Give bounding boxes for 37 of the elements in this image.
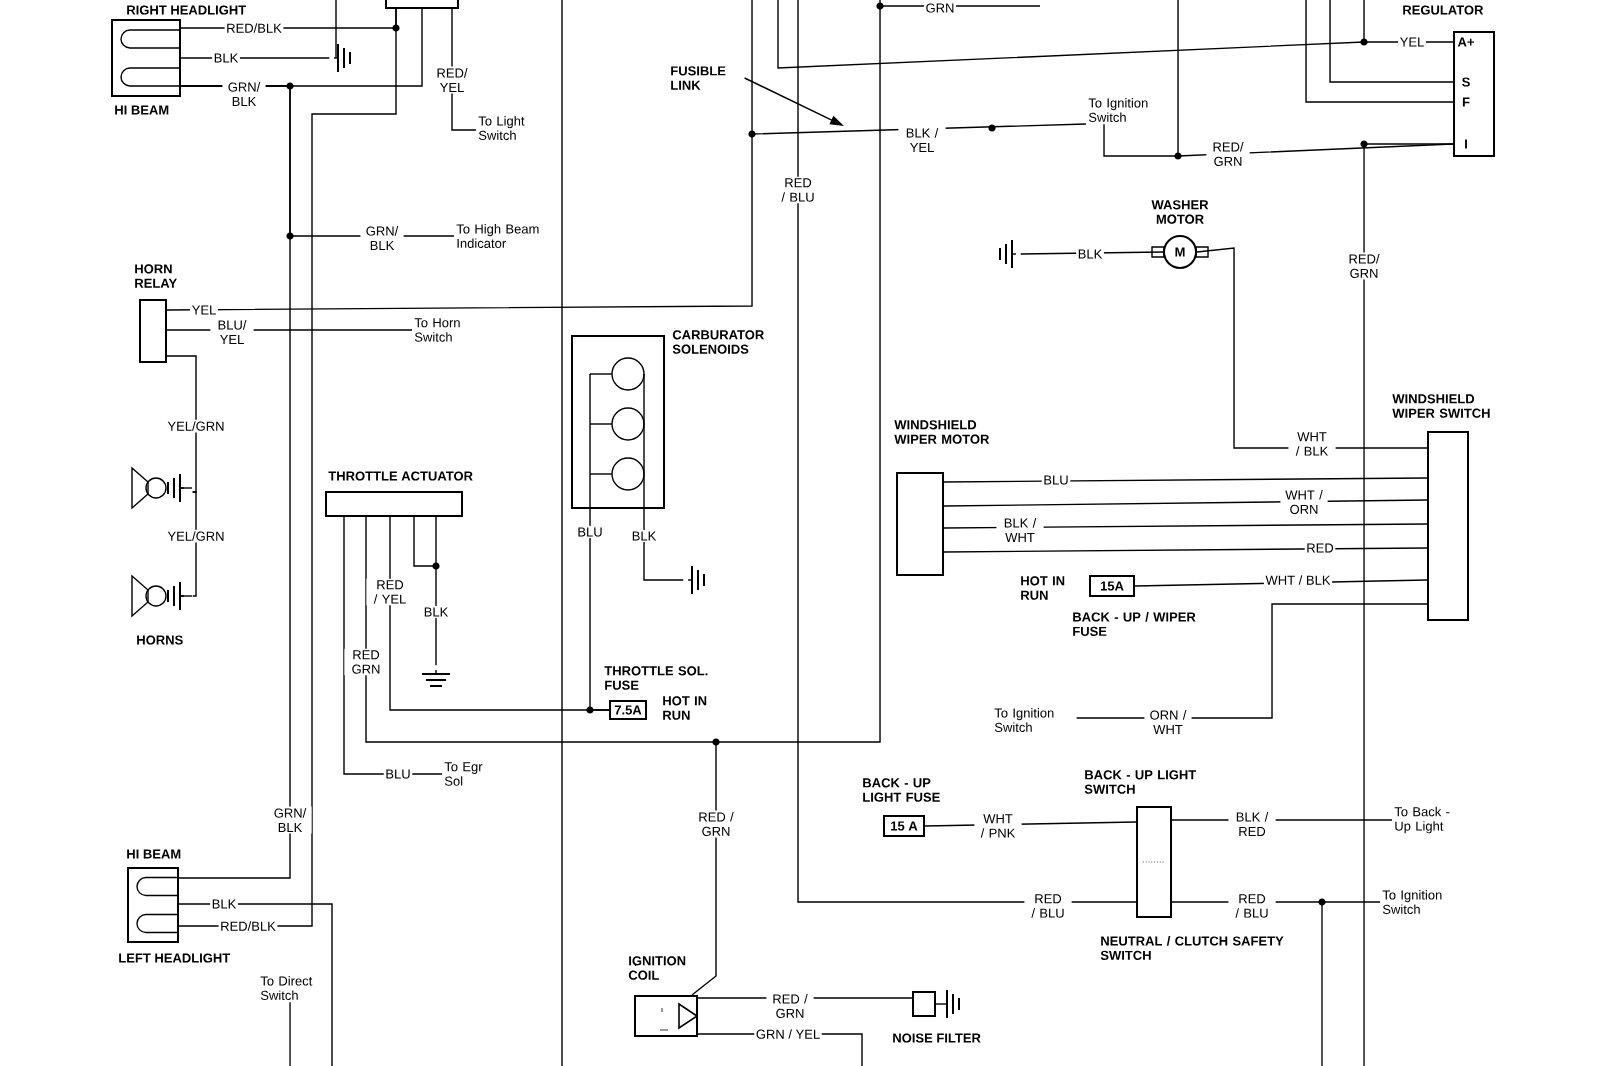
wire xyxy=(1171,901,1381,903)
wire xyxy=(166,355,197,493)
wire xyxy=(943,499,1428,507)
wire xyxy=(943,547,1428,553)
wire xyxy=(924,821,1137,827)
wire xyxy=(1075,603,1428,719)
wire xyxy=(1020,251,1164,255)
wire xyxy=(365,516,717,996)
ground-symbol xyxy=(687,565,705,595)
wire xyxy=(1329,0,1454,83)
ground-symbol xyxy=(421,669,451,687)
ground-symbol xyxy=(333,43,351,73)
wire xyxy=(943,523,1428,529)
wire xyxy=(1171,819,1393,821)
wire xyxy=(643,508,684,581)
wire xyxy=(289,1001,291,1066)
wire xyxy=(166,123,1087,311)
ground-symbol xyxy=(999,239,1017,269)
wire xyxy=(777,0,1454,69)
wire xyxy=(797,0,1137,903)
wire xyxy=(943,477,1428,483)
wire xyxy=(178,85,291,879)
wire xyxy=(1363,143,1454,1066)
wire xyxy=(1305,0,1454,103)
wire xyxy=(180,8,423,87)
wire xyxy=(192,491,197,597)
wire xyxy=(451,8,477,131)
wire xyxy=(697,997,913,999)
wire xyxy=(180,57,330,59)
wire xyxy=(178,8,397,927)
wire xyxy=(343,516,443,775)
wire xyxy=(166,329,413,331)
wire xyxy=(589,508,610,711)
wire xyxy=(1196,247,1428,449)
connector-box xyxy=(385,0,459,9)
wire xyxy=(178,903,333,1066)
wire xyxy=(435,516,437,666)
